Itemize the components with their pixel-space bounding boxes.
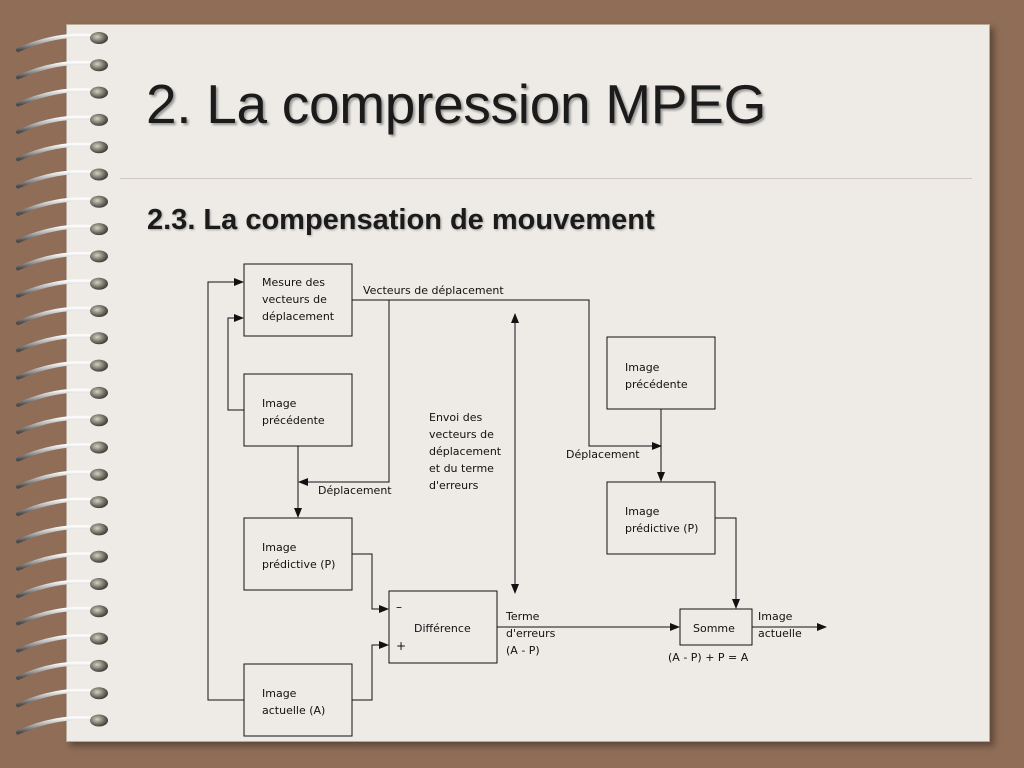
slide-title: 2. La compression MPEG: [146, 73, 767, 135]
box-image-actuelle: [243, 663, 353, 737]
image-actuelle-out-label-2: actuelle: [758, 627, 802, 640]
pred-left-label-1: Image: [262, 541, 297, 554]
envoi-label-5: d'erreurs: [429, 479, 479, 492]
arrow-predictive-right-to-somme: [715, 517, 740, 609]
box-image-predictive-left: [243, 517, 353, 591]
deplacement-right-label: Déplacement: [566, 448, 640, 461]
difference-label: Différence: [414, 622, 471, 635]
difference-plus: +: [396, 639, 406, 653]
envoi-label-2: vecteurs de: [429, 428, 494, 441]
deplacement-left-label: Déplacement: [318, 484, 392, 497]
arrow-deplacement-left: [298, 300, 390, 486]
box-image-precedente-right: [606, 336, 716, 410]
prec-right-label-2: précédente: [625, 378, 688, 391]
box-image-predictive-right: [606, 481, 716, 555]
slide-page: [66, 24, 990, 742]
envoi-label-1: Envoi des: [429, 411, 482, 424]
mesure-label-1: Mesure des: [262, 276, 325, 289]
mesure-label-3: déplacement: [262, 310, 335, 323]
slide-subtitle: 2.3. La compensation de mouvement: [147, 204, 655, 236]
difference-minus: –: [396, 600, 402, 614]
terme-label-2: d'erreurs: [506, 627, 556, 640]
pred-right-label-2: prédictive (P): [625, 522, 698, 535]
terme-label-3: (A - P): [506, 644, 540, 657]
envoi-label-3: déplacement: [429, 445, 502, 458]
vecteurs-line: [352, 299, 662, 450]
pred-left-label-2: prédictive (P): [262, 558, 335, 571]
arrow-actuelle-to-mesure: [207, 278, 244, 701]
actuelle-label-1: Image: [262, 687, 297, 700]
terme-label-1: Terme: [505, 610, 540, 623]
title-divider: [120, 178, 972, 179]
image-actuelle-out-label-1: Image: [758, 610, 793, 623]
prec-left-label-2: précédente: [262, 414, 325, 427]
arrow-precedente-to-mesure: [227, 314, 244, 411]
pred-right-label-1: Image: [625, 505, 660, 518]
mesure-label-2: vecteurs de: [262, 293, 327, 306]
box-image-precedente-left: [243, 373, 353, 447]
arrow-actuelle-to-difference: [352, 641, 389, 701]
prec-right-label-1: Image: [625, 361, 660, 374]
somme-label: Somme: [693, 622, 735, 635]
prec-left-label-1: Image: [262, 397, 297, 410]
actuelle-label-2: actuelle (A): [262, 704, 325, 717]
envoi-label-4: et du terme: [429, 462, 494, 475]
vecteurs-deplacement-label: Vecteurs de déplacement: [363, 284, 504, 297]
arrow-predictive-to-difference: [352, 553, 389, 613]
formula-label: (A - P) + P = A: [668, 651, 749, 664]
